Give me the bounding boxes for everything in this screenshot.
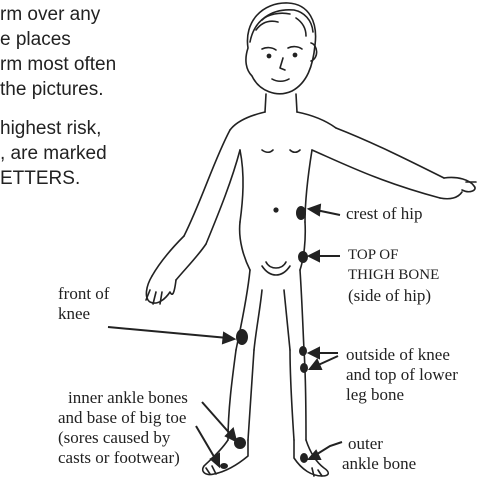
label-outer-ankle-1: outer xyxy=(348,434,383,453)
spot-outside-knee-a xyxy=(299,346,307,356)
spot-front-knee xyxy=(236,329,248,345)
spot-big-toe xyxy=(220,463,228,469)
label-front-knee-1: front of xyxy=(58,284,109,303)
label-outside-knee-2: and top of lower xyxy=(346,365,458,384)
spot-crest-of-hip xyxy=(296,206,306,220)
arrow-front-knee-head xyxy=(223,333,234,343)
arrow-inner-ankle-line-b xyxy=(196,426,216,460)
label-thigh-bone-1: TOP OF xyxy=(348,246,398,265)
label-inner-ankle-2: and base of big toe xyxy=(58,408,186,427)
spot-outer-ankle xyxy=(300,453,308,463)
label-inner-ankle-4: casts or footwear) xyxy=(58,448,180,467)
spot-thigh-bone xyxy=(298,251,308,263)
spot-outside-knee-b xyxy=(300,363,308,373)
label-outside-knee-3: leg bone xyxy=(346,385,404,404)
label-thigh-bone-2: THIGH BONE xyxy=(348,266,439,285)
arrow-crest-of-hip-head xyxy=(309,205,320,215)
arrow-outside-knee-head-b xyxy=(310,360,321,369)
label-inner-ankle-3: (sores caused by xyxy=(58,428,170,447)
label-thigh-bone-3: (side of hip) xyxy=(348,286,431,305)
arrow-thigh-bone-head xyxy=(309,251,319,261)
label-front-knee-2: knee xyxy=(58,304,90,323)
arrow-front-knee-line xyxy=(108,327,228,338)
arrow-inner-ankle-head-b xyxy=(211,454,219,466)
arrow-inner-ankle-line-a xyxy=(202,402,232,436)
arrow-outside-knee-head-a xyxy=(309,348,319,358)
label-inner-ankle-1: inner ankle bones xyxy=(68,388,188,407)
label-crest-of-hip: crest of hip xyxy=(346,204,422,223)
label-outside-knee-1: outside of knee xyxy=(346,345,450,364)
label-outer-ankle-2: ankle bone xyxy=(342,454,416,473)
